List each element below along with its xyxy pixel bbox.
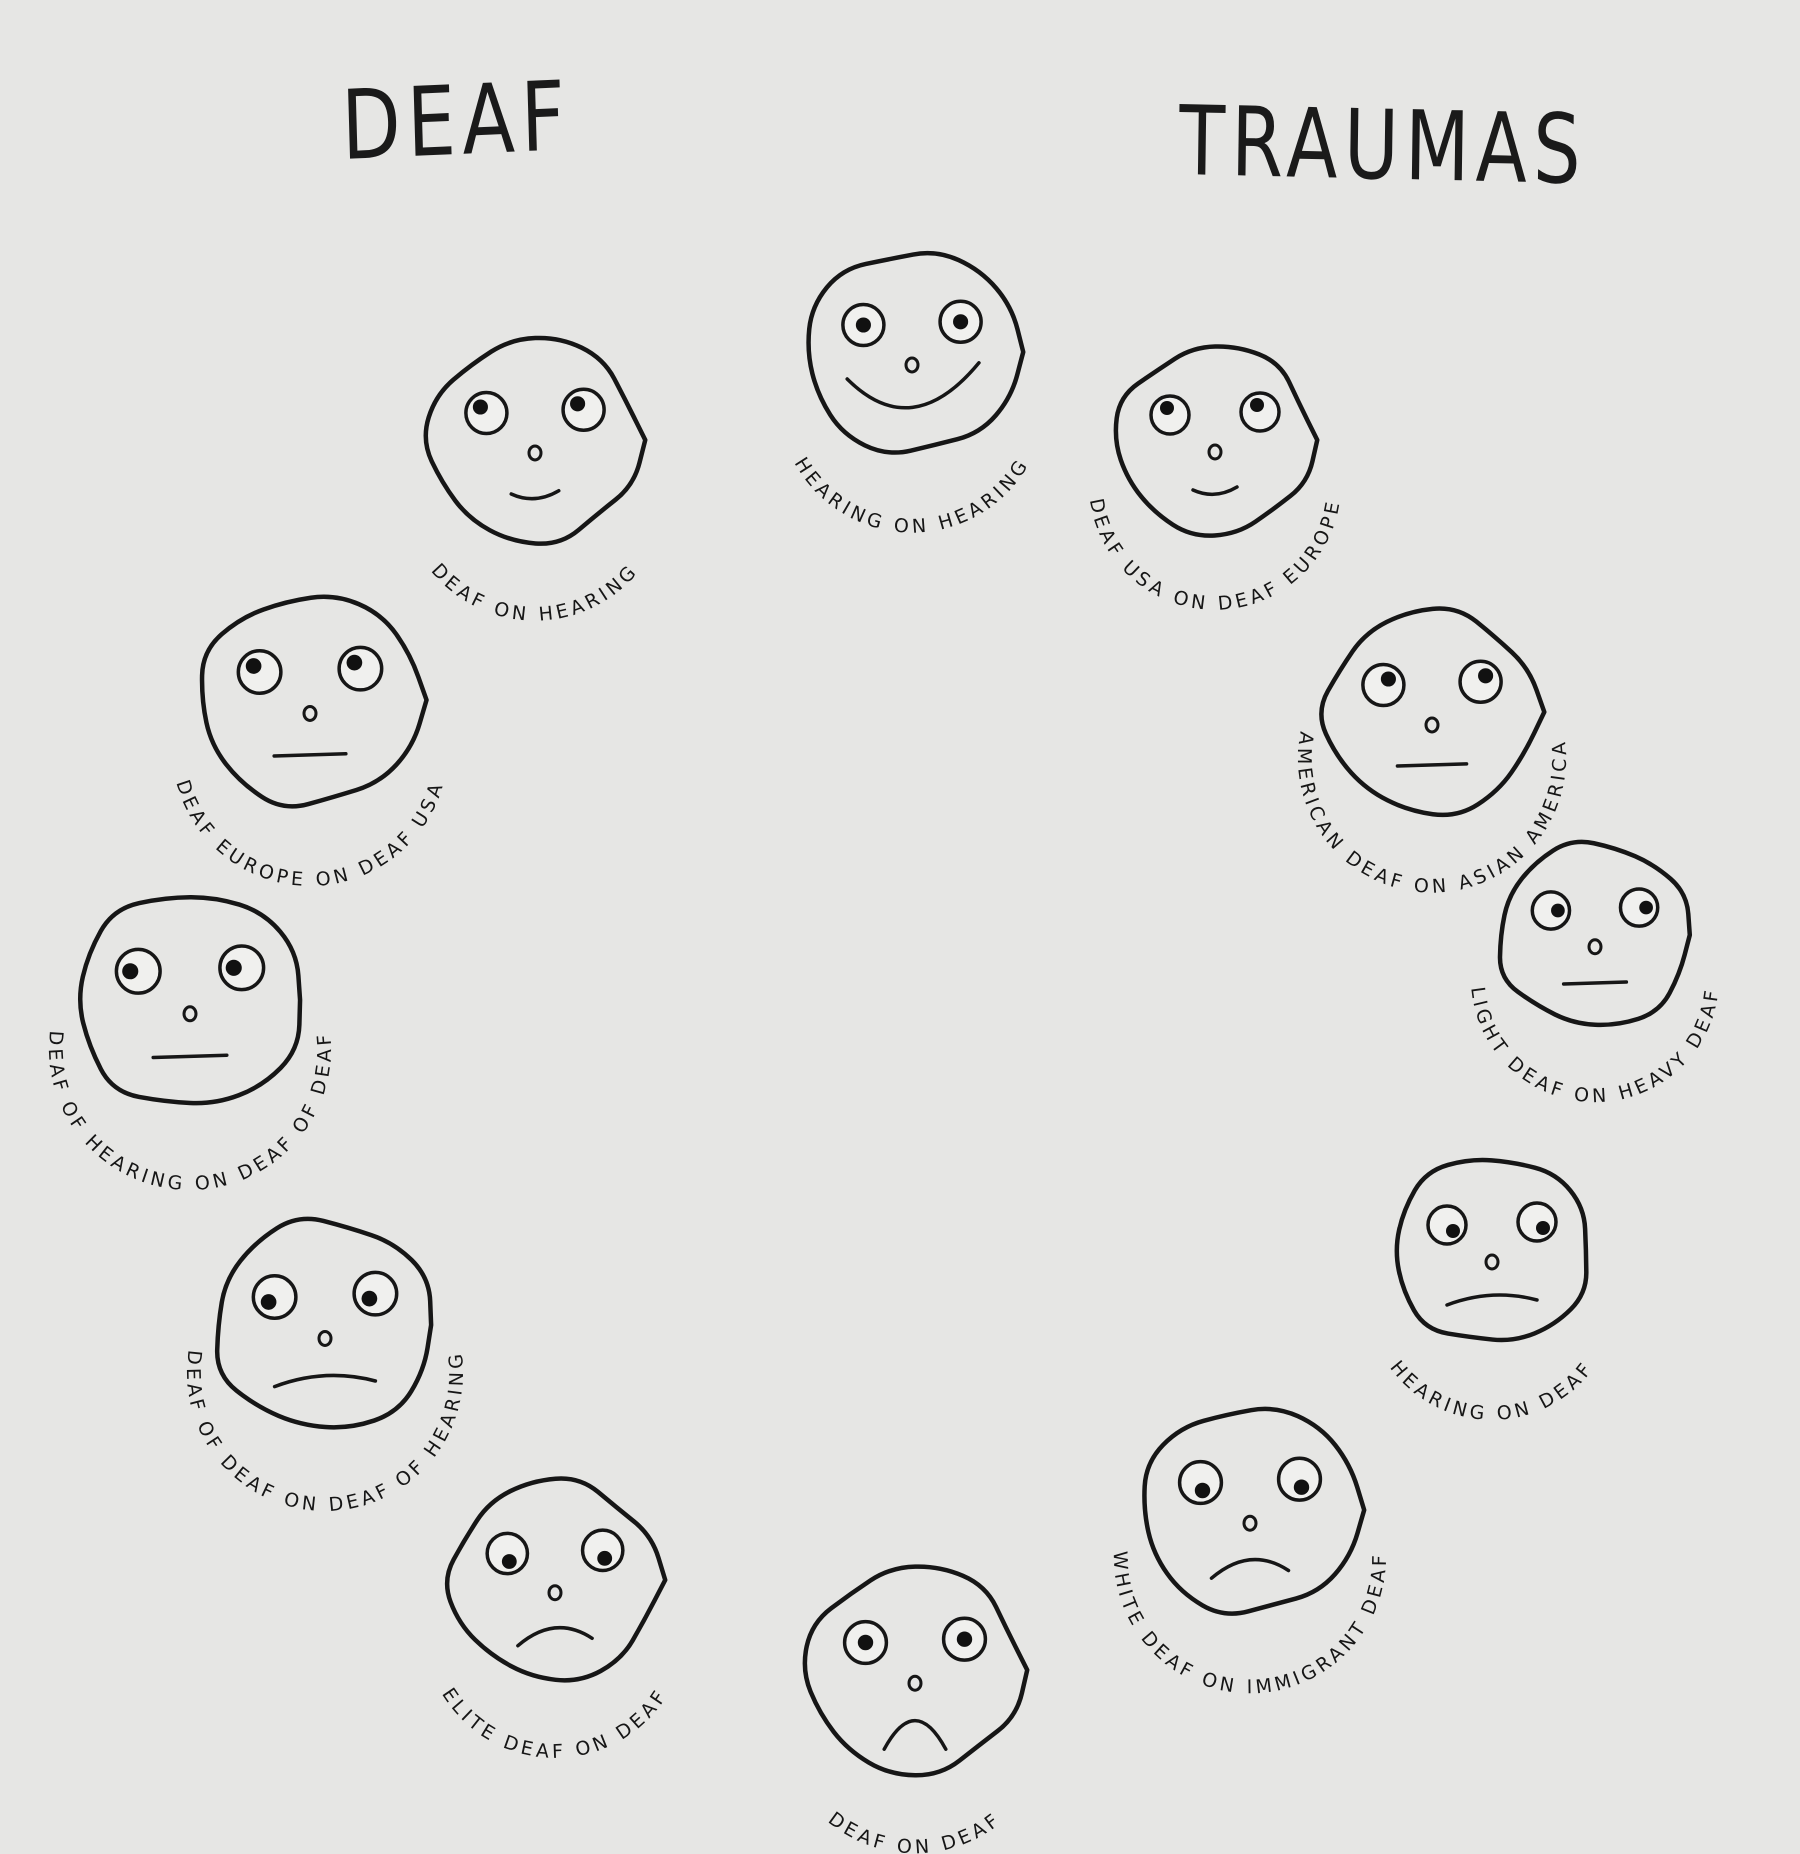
pupil [1536,1221,1550,1235]
right-eye [337,645,384,692]
pupil [956,1631,973,1647]
face-outline [77,894,303,1106]
face-label: DEAF ON DEAF [824,1808,1006,1854]
right-eye [1516,1201,1558,1243]
face-9: DEAF OF DEAF ON DEAF OF HEARING [143,1143,507,1516]
face-outline [199,594,429,809]
nose [547,1584,563,1602]
face-7: DEAF ON DEAF [735,1490,1095,1854]
pupil [260,1294,277,1310]
title-traumas: TRAUMAS [1178,85,1588,207]
mouth-big-smile [845,361,981,410]
nose [904,356,920,374]
pupil [1639,900,1653,915]
left-eye [1426,1204,1468,1246]
face-4: LIGHT DEAF ON HEAVY DEAF [1427,767,1763,1107]
pupil [245,658,262,674]
face-outline [806,250,1026,455]
right-eye [1458,659,1503,705]
face-3: ASIAN AMERICAN DEAF ON ASIAN AMERICAN DE… [1254,534,1610,898]
mouth-slight-frown [1445,1293,1539,1307]
mouth-slight-smile [509,489,561,501]
face-label: DEAF ON HEARING [427,559,643,625]
pupil [1380,671,1396,687]
pupil [855,317,871,333]
mouth-neutral [1561,980,1629,986]
mouth-strong-frown [882,1719,948,1751]
nose [1484,1253,1500,1271]
pupil [1551,903,1565,918]
mouth-frown [516,1626,594,1648]
pupil [953,314,969,330]
nose [1207,443,1223,461]
mouth-neutral [151,1053,229,1060]
title-deaf: DEAF [340,59,573,182]
pupil [501,1554,517,1569]
left-eye [1177,1459,1224,1506]
left-eye [236,648,283,696]
face-8: ELITE DEAF ON DEAF [379,1404,731,1763]
nose [182,1005,198,1023]
mouth-neutral [272,752,348,758]
face-outline [214,1216,434,1430]
right-eye [561,387,606,433]
face-5: HEARING ON DEAF [1322,1080,1662,1425]
mouth-neutral [1395,762,1469,768]
pupil [1293,1479,1310,1495]
pupil [361,1290,378,1307]
face-2: DEAF USA ON DEAF EUROPE [1045,270,1385,615]
right-eye [1618,887,1660,928]
face-outline [1113,344,1320,538]
face-label: HEARING ON HEARING [790,454,1034,538]
pupil [857,1634,874,1651]
right-eye [580,1528,625,1573]
mouth-frown [1209,1557,1291,1580]
pupil [122,963,139,980]
face-label: ELITE DEAF ON DEAF [437,1684,672,1763]
pupil [1250,398,1264,412]
face-outline [444,1476,668,1683]
left-eye [1361,662,1406,708]
face-1: HEARING ON HEARING [734,174,1090,538]
face-6: WHITE DEAF ON IMMIGRANT DEAF [1070,1330,1430,1698]
nose [907,1674,923,1692]
nose [1424,716,1440,734]
face-label: DEAF EUROPE ON DEAF USA [171,777,448,891]
face-label: WHITE DEAF ON IMMIGRANT DEAF [1109,1551,1391,1699]
pupil [1194,1482,1211,1499]
face-12: DEAF ON HEARING [357,262,713,626]
pupil [570,396,586,412]
mouth-slight-frown [272,1373,378,1389]
nose [527,444,543,462]
mouth-slight-smile [1191,485,1239,497]
face-outline [1497,839,1693,1028]
nose [1587,938,1603,956]
face-outline [423,335,648,546]
face-outline [1319,606,1547,818]
pupil [472,399,488,415]
pupil [1160,401,1174,415]
nose [1242,1514,1258,1532]
face-outline [1142,1406,1367,1616]
face-10: DEAF OF HEARING ON DEAF OF DEAF [5,815,375,1195]
left-eye [464,390,509,436]
left-eye [485,1531,530,1576]
pupil [346,654,363,671]
pupil [1478,668,1494,684]
pupil [597,1550,613,1566]
left-eye [1530,890,1572,931]
nose [302,704,318,722]
right-eye [1276,1456,1323,1502]
nose [317,1329,333,1347]
face-outline [802,1564,1030,1778]
face-11: DEAF EUROPE ON DEAF USA [128,518,492,891]
face-outline [1394,1157,1589,1343]
pupil [1446,1224,1460,1238]
pupil [225,959,242,976]
